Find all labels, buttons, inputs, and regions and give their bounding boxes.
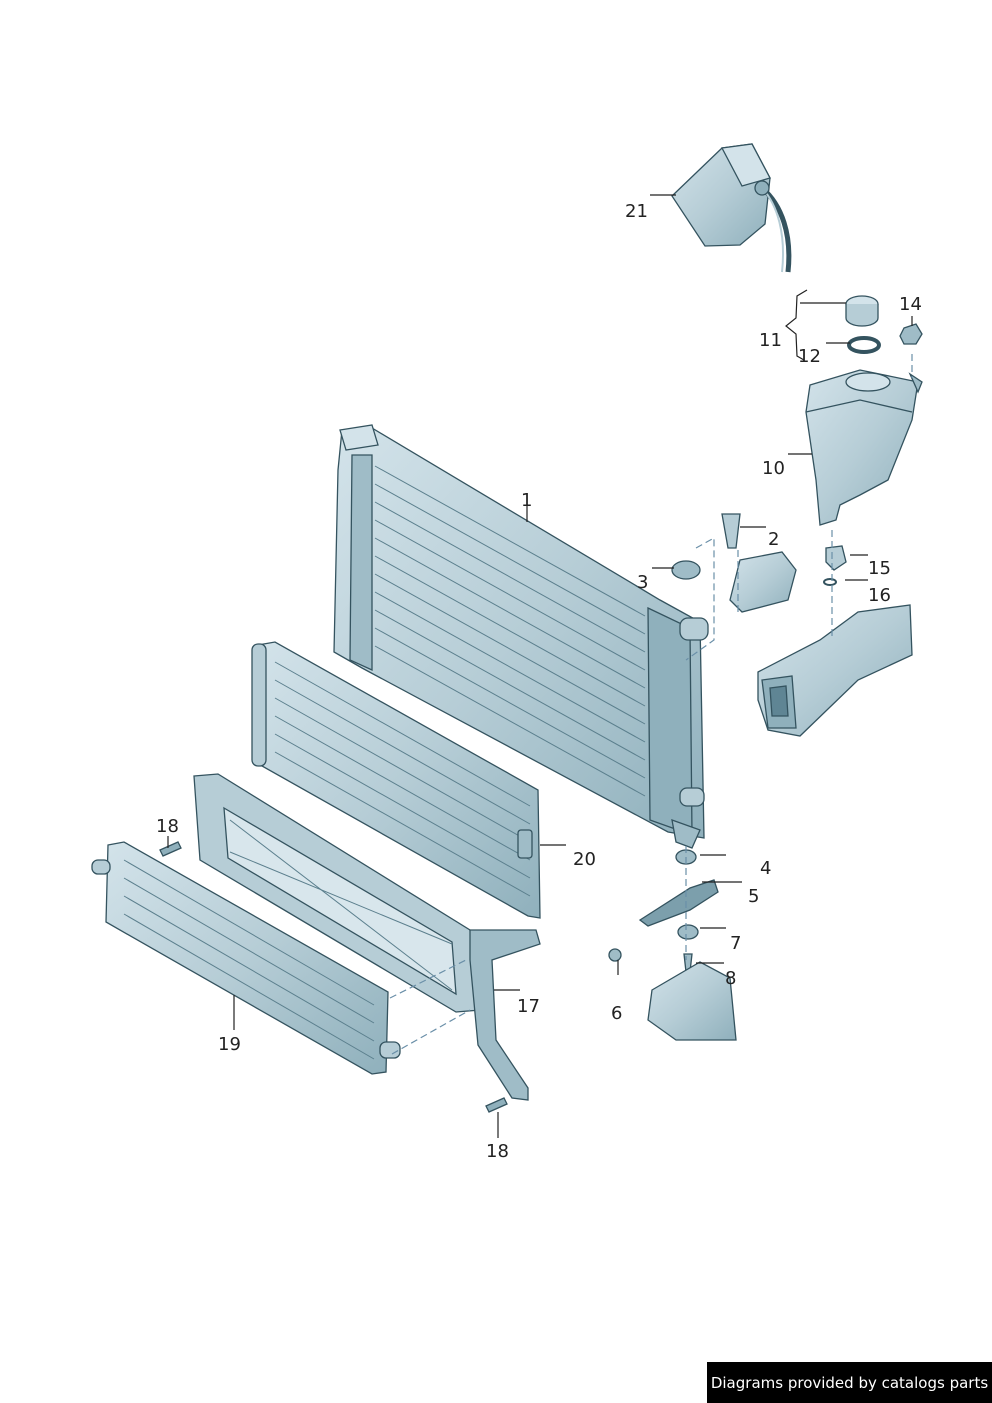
callout-17: 17 xyxy=(517,996,540,1017)
callout-14: 14 xyxy=(899,294,922,315)
credit-banner: Diagrams provided by catalogs parts xyxy=(707,1362,992,1403)
callout-5: 5 xyxy=(748,886,759,907)
part-18-bolt-left xyxy=(159,841,182,857)
callout-18-left: 18 xyxy=(156,816,179,837)
part-16-air-duct xyxy=(757,578,913,737)
callout-1: 1 xyxy=(521,490,532,511)
part-3-grommet xyxy=(671,560,701,580)
lower-mount-block xyxy=(647,961,737,1041)
callout-7: 7 xyxy=(730,933,741,954)
callout-20: 20 xyxy=(573,849,596,870)
part-14-nut xyxy=(899,323,923,345)
callout-15: 15 xyxy=(868,558,891,579)
callout-16: 16 xyxy=(868,585,891,606)
aux-fins xyxy=(123,859,375,1060)
part-1-radiator xyxy=(333,424,709,849)
callout-3: 3 xyxy=(637,572,648,593)
alignment-lines xyxy=(389,354,913,1055)
leader-lines xyxy=(167,194,913,1138)
part-18-bolt-bottom xyxy=(485,1097,508,1113)
condenser-fins xyxy=(274,661,531,897)
callout-12: 12 xyxy=(798,346,821,367)
callout-6: 6 xyxy=(611,1003,622,1024)
part-20-condenser xyxy=(251,641,541,919)
part-17-frame xyxy=(193,773,541,1101)
callout-8: 8 xyxy=(725,968,736,989)
callout-11: 11 xyxy=(759,330,782,351)
callout-4: 4 xyxy=(760,858,771,879)
callout-2: 2 xyxy=(768,529,779,550)
callout-18-bottom: 18 xyxy=(486,1141,509,1162)
part-7-bush xyxy=(677,924,699,940)
callout-19: 19 xyxy=(218,1034,241,1055)
callout-10: 10 xyxy=(762,458,785,479)
part-19-aux-radiator xyxy=(91,841,401,1075)
part-5-lower-bracket xyxy=(638,879,719,927)
part-11-cap xyxy=(845,295,879,327)
part-10-expansion-tank xyxy=(805,369,923,526)
part-6-screw xyxy=(608,948,622,962)
part-15-fitting xyxy=(825,545,847,571)
part-12-seal-ring xyxy=(847,336,881,354)
part-2-mount-pin xyxy=(721,513,741,549)
part-2-bracket xyxy=(729,551,797,613)
callout-labels: 1 2 3 4 5 6 7 8 10 11 12 14 15 16 17 18 … xyxy=(156,201,922,1162)
callout-21: 21 xyxy=(625,201,648,222)
part-21-reservoir-sensor xyxy=(671,143,792,273)
radiator-fins xyxy=(374,465,646,797)
